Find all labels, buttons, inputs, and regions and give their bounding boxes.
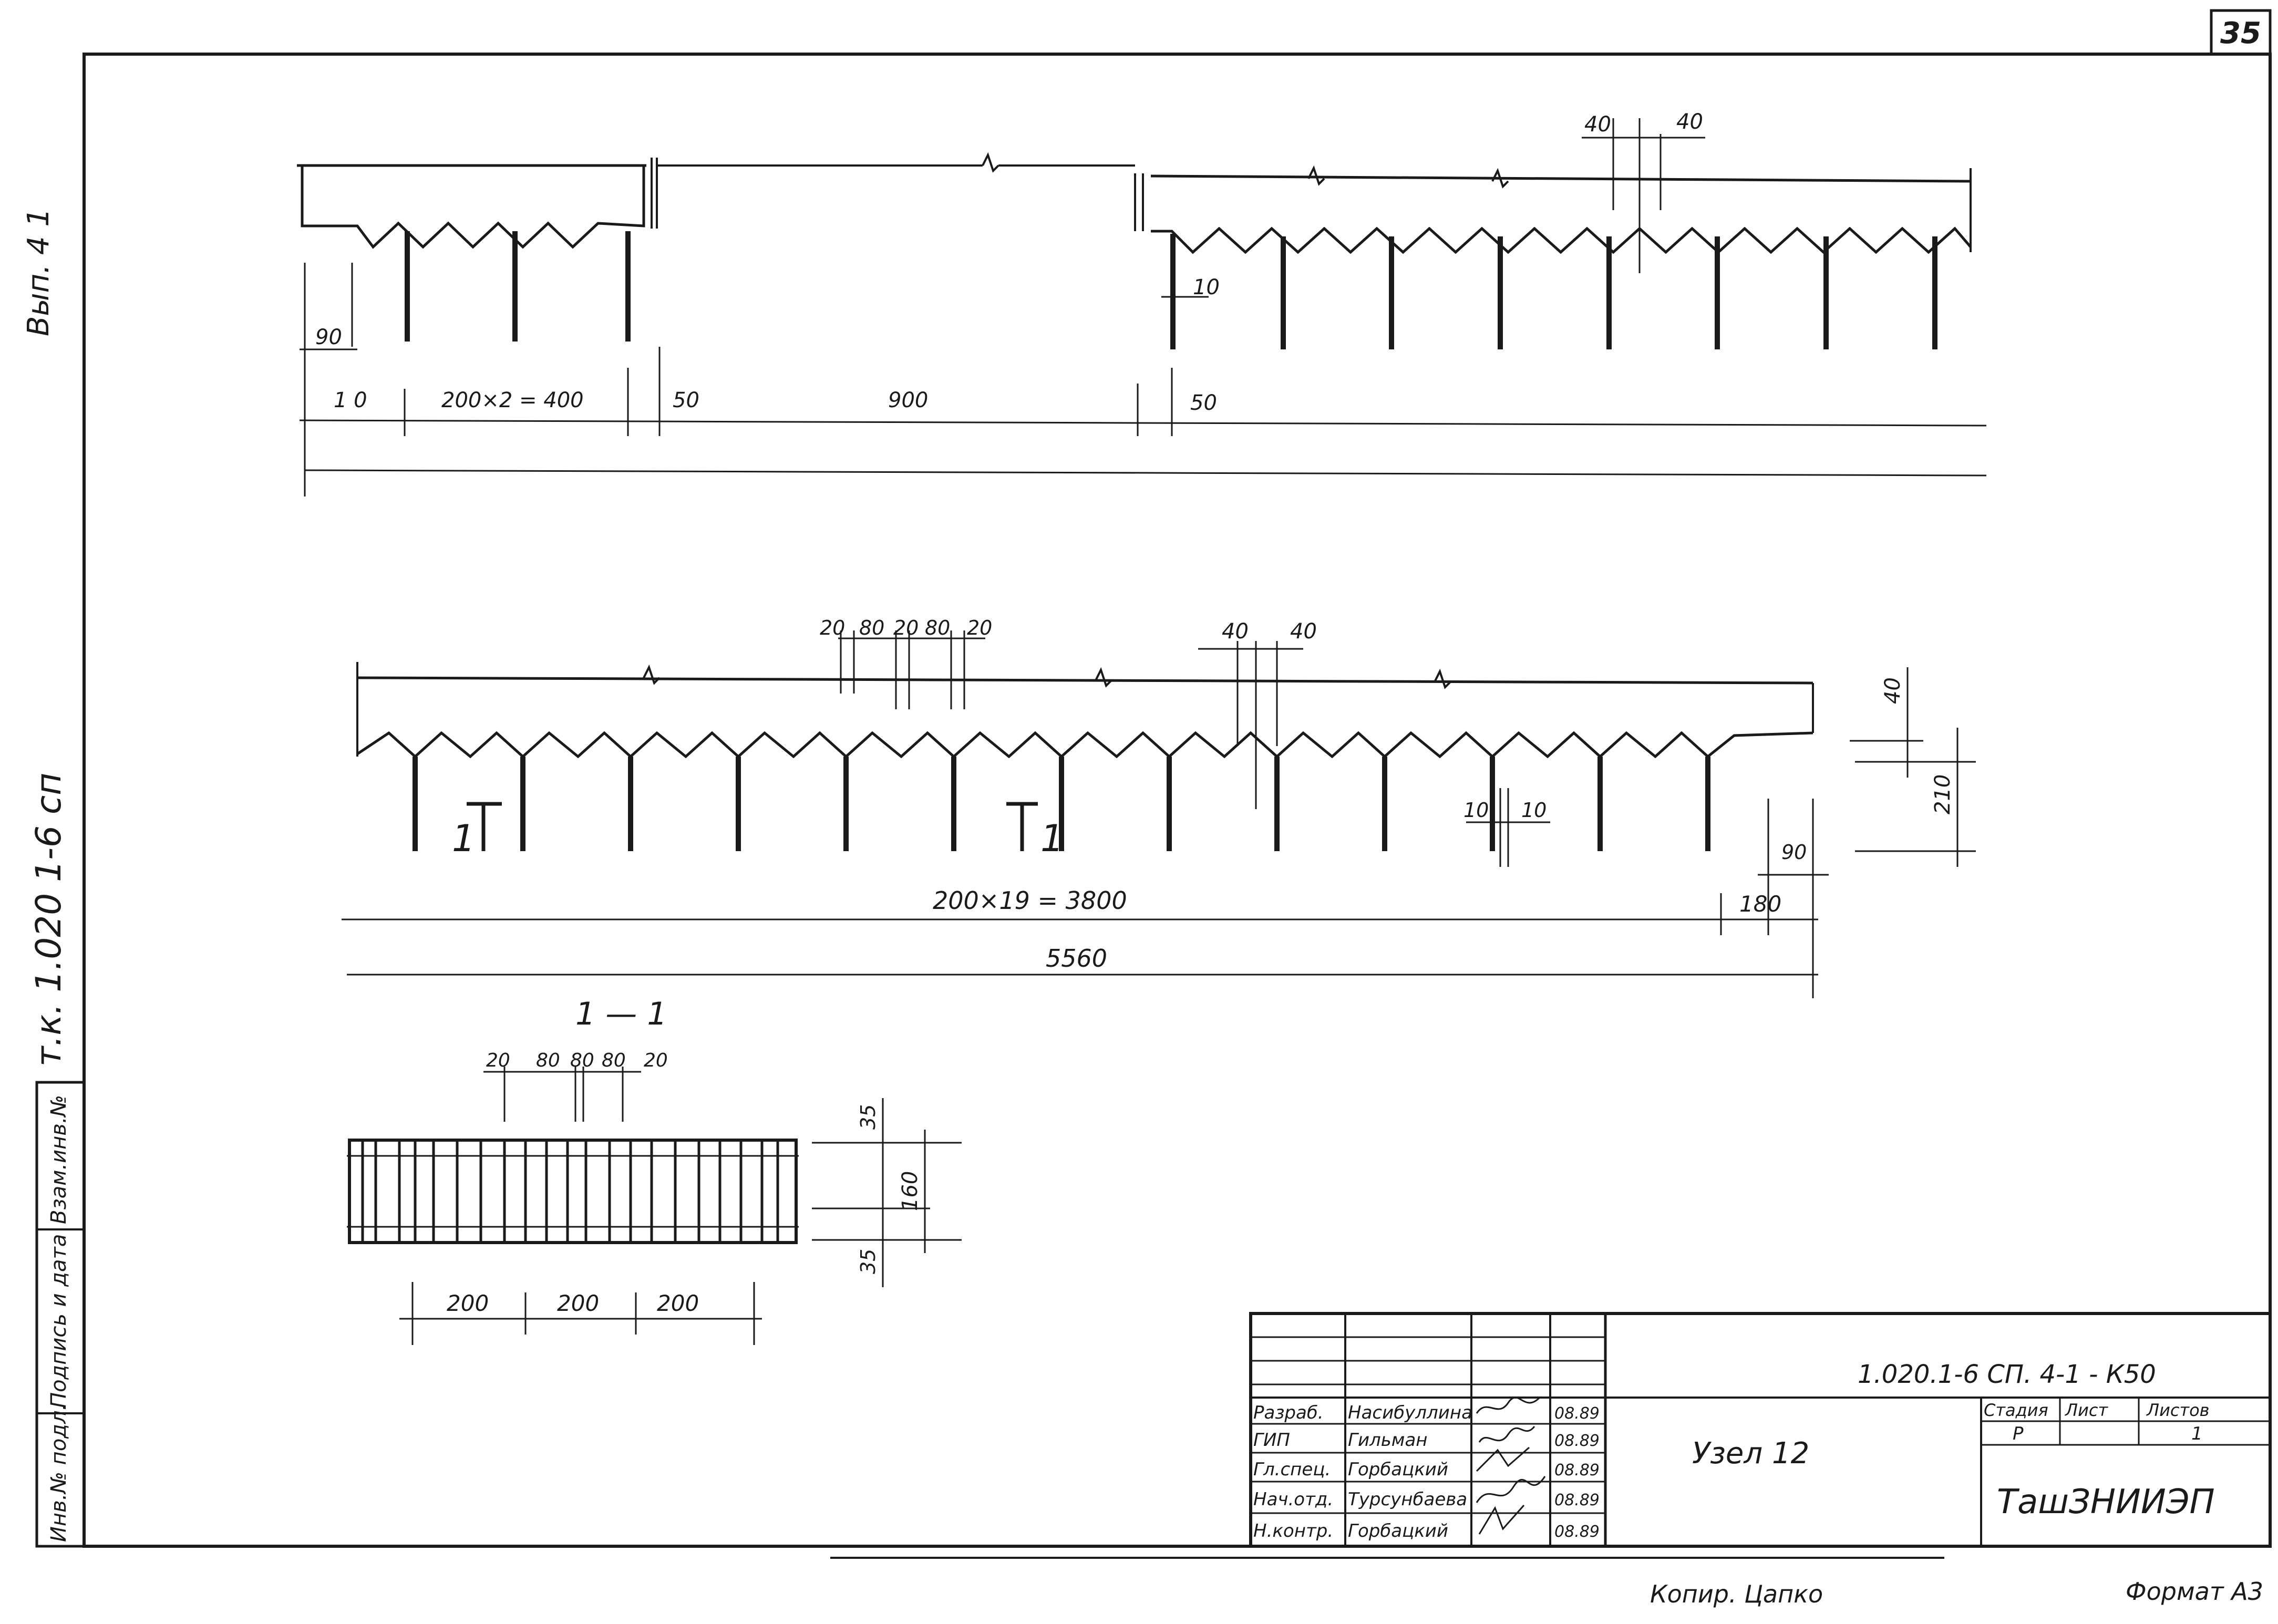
dim-sec-20a: 20 [486,1050,510,1071]
dim-sec-160: 160 [898,1171,922,1211]
name-2: Гильман [1348,1430,1428,1451]
name-5: Горбацкий [1348,1520,1448,1542]
dim-mid-20a: 20 [820,616,845,639]
date-3: 08.89 [1554,1461,1600,1480]
dim-mid-5560: 5560 [1046,944,1107,973]
roles-table: Разраб. Насибуллина 08.89 ГИП Гильман 08… [1253,1397,1600,1542]
series-label: т.к. 1.020 1-6 сп [28,773,69,1067]
sheets-total: 1 [2191,1423,2203,1444]
dim-top-50a: 50 [673,388,699,412]
dim-top-40a: 40 [1584,112,1611,137]
sheet-frame: 35 [83,9,2272,1548]
signature-2 [1478,1426,1535,1443]
page-number: 35 [2220,16,2261,50]
dim-mid-10b: 10 [1521,799,1547,822]
doc-code: 1.020.1-6 СП. 4-1 - К50 [1858,1360,2156,1389]
role-1: Разраб. [1253,1402,1324,1423]
stamp-signature-label: Подпись и дата [47,1234,71,1408]
stage-header: Стадия [1984,1400,2048,1420]
organization: ТашЗНИИЭП [1997,1483,2215,1522]
dim-mid-20c: 20 [967,616,992,639]
stamp-inventory-label: Инв.№ подл. [47,1404,71,1542]
date-4: 08.89 [1554,1491,1600,1509]
middle-elevation: 1 1 [342,616,1976,998]
dim-mid-80b: 80 [925,616,950,639]
dim-mid-180: 180 [1739,891,1781,917]
dim-mid-10a: 10 [1463,799,1489,822]
title-block: 1.020.1-6 СП. 4-1 - К50 Узел 12 Стадия Л… [1249,1312,2272,1548]
dim-top-200x2: 200×2 = 400 [441,388,584,412]
dim-mid-90: 90 [1781,841,1807,864]
section-mark-right: 1 [1040,817,1064,860]
dim-sec-80a: 80 [536,1050,560,1071]
dim-sec-80b: 80 [570,1050,594,1071]
dim-sec-200a: 200 [447,1290,489,1316]
dim-mid-80a: 80 [859,616,884,639]
dim-mid-20b: 20 [893,616,919,639]
name-3: Горбацкий [1348,1459,1448,1480]
dim-top-100: 1 0 [334,388,367,412]
sheet-header: Лист [2065,1400,2108,1420]
role-5: Н.контр. [1253,1520,1333,1542]
section-1-1: 1 — 1 [347,996,962,1345]
dim-mid-40a: 40 [1222,619,1249,644]
section-title: 1 — 1 [575,996,667,1032]
footer: Копир. Цапко Формат А3 [830,1557,2263,1608]
signature-5 [1478,1505,1525,1535]
name-4: Турсунбаева [1348,1489,1467,1510]
dim-sec-20b: 20 [644,1050,668,1071]
role-3: Гл.спец. [1253,1459,1331,1480]
signature-3 [1476,1446,1530,1472]
sheets-header: Листов [2146,1400,2210,1420]
role-4: Нач.отд. [1253,1489,1333,1510]
dim-mid-40c: 40 [1881,677,1905,704]
dim-mid-3800: 200×19 = 3800 [933,886,1127,915]
role-2: ГИП [1253,1430,1290,1451]
dim-mid-40b: 40 [1290,619,1317,644]
dim-top-900: 900 [888,388,928,412]
dim-sec-35a: 35 [857,1104,880,1130]
issue-label: Вып. 4 1 [22,208,56,336]
signature-4 [1476,1476,1546,1503]
stamp-replace-label: Взам.инв.№ [47,1095,71,1224]
dim-top-50b: 50 [1190,391,1217,415]
signature-1 [1476,1397,1541,1414]
dim-top-90: 90 [315,325,342,349]
name-1: Насибуллина [1348,1402,1472,1423]
paper-format: Формат А3 [2126,1577,2263,1606]
dim-top-40b: 40 [1676,110,1703,134]
date-2: 08.89 [1554,1432,1600,1450]
dim-sec-80c: 80 [602,1050,626,1071]
dim-mid-210: 210 [1931,774,1955,814]
dim-sec-200c: 200 [657,1290,699,1316]
stamp-column: Инв.№ подл. Подпись и дата Взам.инв.№ т.… [22,208,86,1548]
top-elevation: 40 40 90 10 1 0 200×2 = 400 50 900 50 [297,110,1987,496]
copied-by: Копир. Цапко [1650,1580,1823,1608]
dim-sec-200b: 200 [557,1290,599,1316]
section-mark-left: 1 [452,817,476,860]
dim-top-10: 10 [1193,275,1220,299]
drawing-title: Узел 12 [1692,1436,1809,1471]
date-5: 08.89 [1554,1523,1600,1541]
dim-sec-35b: 35 [857,1249,880,1274]
date-1: 08.89 [1554,1404,1600,1423]
stage-value: Р [2013,1423,2024,1444]
